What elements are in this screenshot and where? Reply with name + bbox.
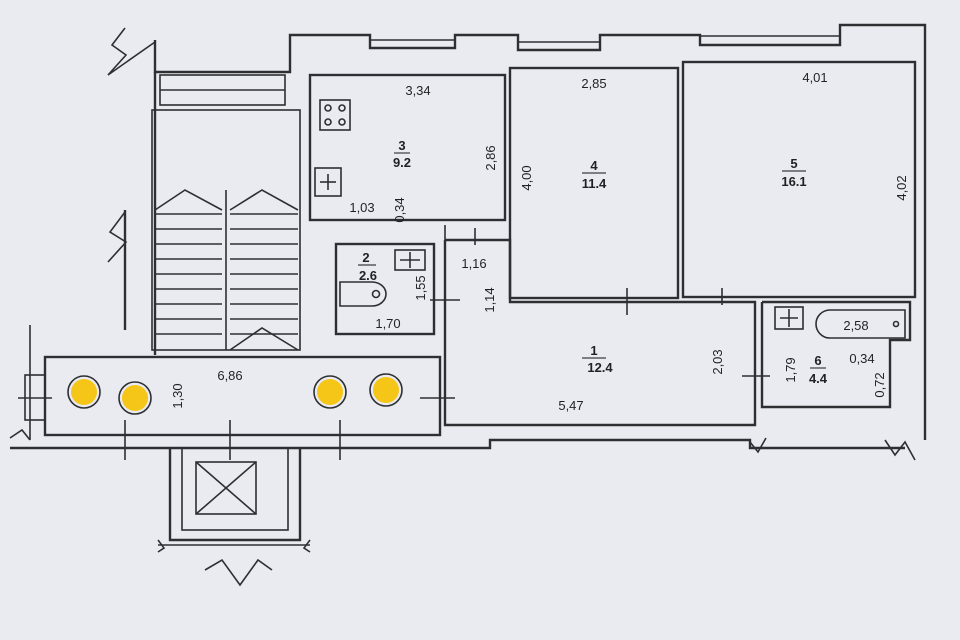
room-hall (443, 238, 757, 427)
toilet-sink-icon (394, 249, 426, 271)
marker-ring (67, 375, 101, 409)
sink-icon (314, 167, 342, 197)
room-6-area: 4.4 (809, 371, 828, 386)
room-4-number: 4 (590, 158, 598, 173)
dim-room5-height: 4,02 (894, 175, 909, 200)
elevator (157, 447, 311, 587)
dim-room4-width: 2,85 (581, 76, 606, 91)
dim-toilet-width: 1,70 (375, 316, 400, 331)
toilet-icon (339, 281, 387, 307)
dim-kitchen-niche-depth: 0,34 (392, 197, 407, 222)
marker-dot (122, 385, 148, 411)
corridor (18, 325, 455, 460)
bath-sink-icon (774, 306, 804, 330)
dim-bath-niche-height: 0,72 (872, 372, 887, 397)
dim-bath-niche: 0,34 (849, 351, 874, 366)
bathtub-icon (815, 309, 906, 339)
room-2-area: 2.6 (359, 268, 377, 283)
dim-corridor-width: 6,86 (217, 368, 242, 383)
dim-corridor-depth: 1,30 (170, 383, 185, 408)
marker-ring (369, 373, 403, 407)
marker-ring (118, 381, 152, 415)
room-5-number: 5 (790, 156, 797, 171)
dim-room5-width: 4,01 (802, 70, 827, 85)
dim-room4-height: 4,00 (519, 165, 534, 190)
room-toilet (334, 242, 436, 336)
room-4 (508, 66, 680, 300)
room-3-number: 3 (398, 138, 405, 153)
room-4-area: 11.4 (582, 176, 607, 191)
room-5-area: 16.1 (781, 174, 806, 189)
room-bathroom (760, 300, 912, 409)
dim-kitchen-width: 3,34 (405, 83, 430, 98)
room-1-area: 12.4 (587, 360, 613, 375)
dim-bath-height: 1,79 (783, 357, 798, 382)
room-kitchen (308, 73, 507, 222)
dimension-labels: 3,34 2,86 1,03 0,34 2,85 4,00 4,01 4,02 … (170, 70, 909, 413)
room-6-number: 6 (814, 353, 821, 368)
dim-toilet-height: 1,55 (413, 275, 428, 300)
dim-bathtub-length: 2,58 (843, 318, 868, 333)
room-2-number: 2 (362, 250, 369, 265)
dim-hall-width: 5,47 (558, 398, 583, 413)
staircase (151, 109, 301, 351)
dim-kitchen-niche: 1,03 (349, 200, 374, 215)
dim-hall-top: 1,16 (461, 256, 486, 271)
dim-hall-height: 2,03 (710, 349, 725, 374)
dim-hall-left: 1,14 (482, 287, 497, 312)
room-3-area: 9.2 (393, 155, 411, 170)
marker-dot (373, 377, 399, 403)
room-5 (681, 60, 917, 299)
marker-ring (313, 375, 347, 409)
marker-dot (317, 379, 343, 405)
room-labels: 3 9.2 4 11.4 5 16.1 2 2.6 1 12.4 6 4.4 (358, 138, 828, 386)
dim-kitchen-height: 2,86 (483, 145, 498, 170)
room-1-number: 1 (590, 343, 597, 358)
markers (67, 373, 403, 415)
marker-dot (71, 379, 97, 405)
apartment (308, 60, 917, 427)
outer-walls (9, 23, 927, 461)
stove-icon (319, 99, 351, 131)
